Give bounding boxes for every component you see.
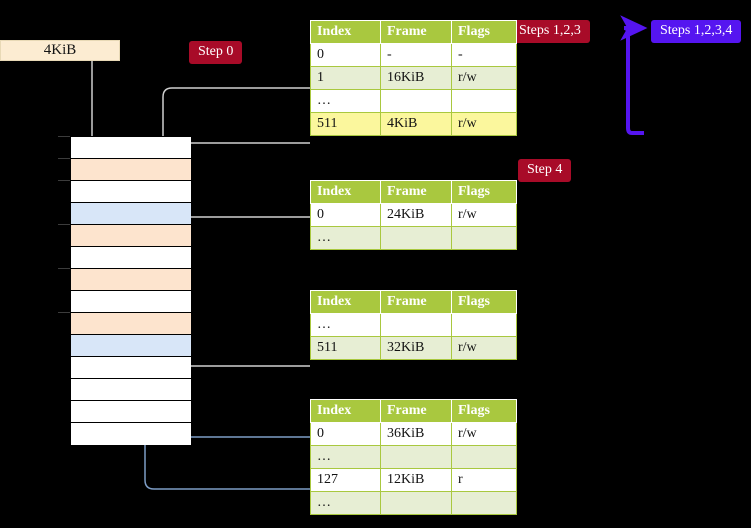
cell-flags xyxy=(451,491,517,515)
cell-frame xyxy=(380,491,452,515)
cell-index: … xyxy=(310,89,381,113)
memory-tick-1 xyxy=(58,158,71,159)
cell-index: 127 xyxy=(310,468,381,492)
cell-index: … xyxy=(310,313,381,337)
memory-cell-8 xyxy=(71,313,191,335)
cell-frame: 12KiB xyxy=(380,468,452,492)
column-header-frame: Frame xyxy=(380,290,452,314)
badge-step-4: Step 4 xyxy=(518,159,572,182)
memory-cell-0 xyxy=(71,137,191,159)
memory-cell-6 xyxy=(71,269,191,291)
badge-steps-123: Steps 1,2,3 xyxy=(510,20,590,43)
memory-tick-4 xyxy=(58,224,71,225)
cell-index: … xyxy=(310,445,381,469)
memory-cell-2 xyxy=(71,181,191,203)
column-header-frame: Frame xyxy=(380,20,452,44)
cell-flags: r/w xyxy=(451,203,517,227)
cell-index: … xyxy=(310,226,381,250)
cell-frame: 24KiB xyxy=(380,203,452,227)
table-row: … xyxy=(310,89,517,113)
cell-flags: r/w xyxy=(451,112,517,136)
memory-column xyxy=(70,136,191,445)
table-row: … xyxy=(310,313,517,337)
memory-tick-8 xyxy=(58,312,71,313)
memory-cell-7 xyxy=(71,291,191,313)
memory-cell-4 xyxy=(71,225,191,247)
cell-index: … xyxy=(310,491,381,515)
cell-index: 511 xyxy=(310,336,381,360)
column-header-index: Index xyxy=(310,180,381,204)
memory-cell-11 xyxy=(71,379,191,401)
cell-index: 511 xyxy=(310,112,381,136)
badge-steps-1234: Steps 1,2,3,4 xyxy=(651,20,742,43)
badge-step-0: Step 0 xyxy=(189,41,243,64)
memory-cell-9 xyxy=(71,335,191,357)
cell-frame xyxy=(380,89,452,113)
memory-cell-1 xyxy=(71,159,191,181)
cell-flags: - xyxy=(451,43,517,67)
cell-frame: 16KiB xyxy=(380,66,452,90)
column-header-flags: Flags xyxy=(451,20,517,44)
cell-flags xyxy=(451,226,517,250)
cell-frame xyxy=(380,226,452,250)
cell-index: 0 xyxy=(310,43,381,67)
cell-frame: 32KiB xyxy=(380,336,452,360)
table-row: 0-- xyxy=(310,43,517,67)
memory-tick-0 xyxy=(58,136,71,137)
cell-index: 1 xyxy=(310,66,381,90)
column-header-flags: Flags xyxy=(451,290,517,314)
cell-frame xyxy=(380,445,452,469)
cell-flags: r/w xyxy=(451,66,517,90)
table-row: … xyxy=(310,491,517,515)
memory-cell-5 xyxy=(71,247,191,269)
cell-flags xyxy=(451,89,517,113)
cell-frame: - xyxy=(380,43,452,67)
memory-cell-3 xyxy=(71,203,191,225)
wire-t0row511-to-mem xyxy=(176,142,310,155)
cell-flags: r/w xyxy=(451,422,517,446)
column-header-index: Index xyxy=(310,20,381,44)
memory-tick-2 xyxy=(58,180,71,181)
cell-frame: 36KiB xyxy=(380,422,452,446)
column-header-flags: Flags xyxy=(451,180,517,204)
column-header-frame: Frame xyxy=(380,399,452,423)
memory-cell-10 xyxy=(71,357,191,379)
column-header-frame: Frame xyxy=(380,180,452,204)
cell-flags xyxy=(451,313,517,337)
memory-tick-6 xyxy=(58,268,71,269)
cell-frame: 4KiB xyxy=(380,112,452,136)
size-label-text: 4KiB xyxy=(43,42,77,58)
wire-steps1234-bracket xyxy=(620,15,648,135)
column-header-index: Index xyxy=(310,399,381,423)
column-header-flags: Flags xyxy=(451,399,517,423)
size-label-box: 4KiB xyxy=(0,40,120,61)
cell-index: 0 xyxy=(310,422,381,446)
wire-t2row511-to-mem xyxy=(176,307,310,367)
memory-cell-13 xyxy=(71,423,191,445)
cell-frame xyxy=(380,313,452,337)
memory-cell-12 xyxy=(71,401,191,423)
table-row: … xyxy=(310,226,517,250)
cell-flags: r xyxy=(451,468,517,492)
column-header-index: Index xyxy=(310,290,381,314)
cell-flags xyxy=(451,445,517,469)
cell-index: 0 xyxy=(310,203,381,227)
table-row: … xyxy=(310,445,517,469)
cell-flags: r/w xyxy=(451,336,517,360)
wire-t1row0-to-mem xyxy=(176,216,310,261)
